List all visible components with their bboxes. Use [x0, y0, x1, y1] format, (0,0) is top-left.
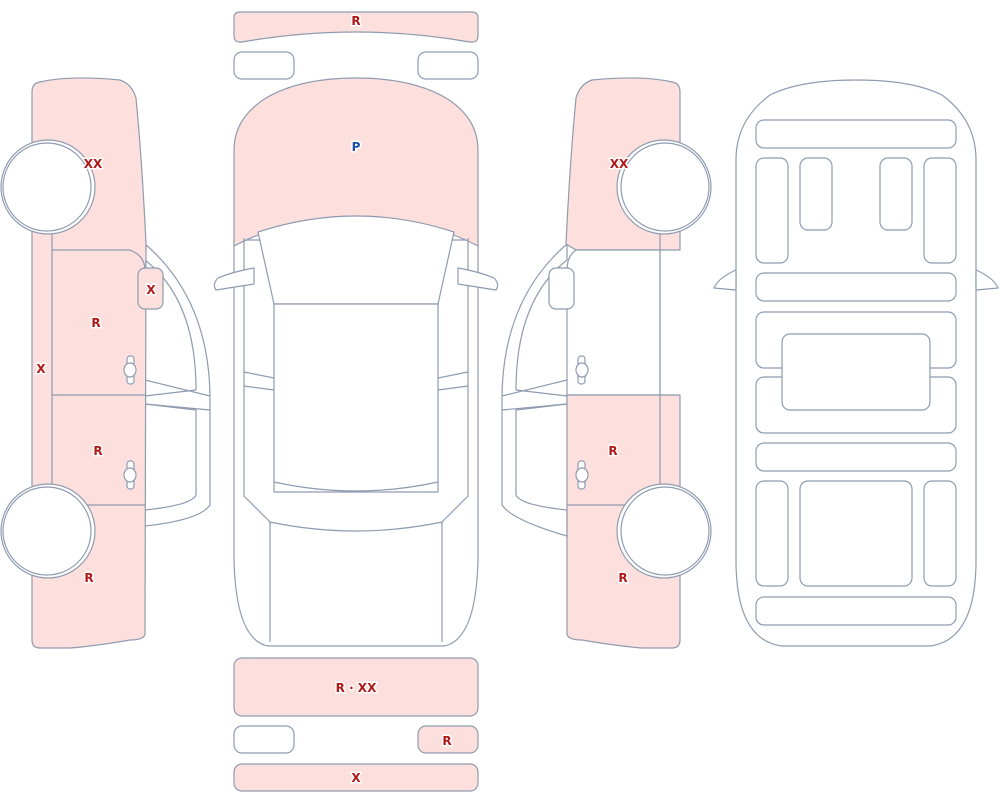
top-left-mirror[interactable] [213, 267, 255, 291]
front-left-headlamp[interactable] [233, 51, 295, 80]
right-rear-wheel[interactable] [620, 486, 710, 576]
mark-left-rear-door[interactable]: R [92, 443, 104, 460]
left-mirror-body[interactable] [137, 267, 164, 310]
right-side-view [501, 77, 712, 649]
mark-rear-bumper[interactable]: R · XX [334, 680, 378, 697]
rear-section [233, 657, 479, 792]
rear-right-lamp[interactable] [417, 725, 479, 754]
left-rear-wheel[interactable] [2, 486, 92, 576]
rear-bumper[interactable] [233, 657, 479, 717]
rear-window-line [273, 481, 439, 492]
mark-right-front-fender[interactable]: XX [608, 156, 630, 173]
roof-panel[interactable] [273, 303, 439, 493]
floor-front-crossmember[interactable] [755, 119, 957, 149]
left-front-wheel[interactable] [2, 142, 92, 232]
mark-rear-right-lamp[interactable]: R [441, 733, 453, 750]
rear-valance[interactable] [233, 763, 479, 792]
floor-tail-panel[interactable] [755, 596, 957, 626]
rear-left-lamp[interactable] [233, 725, 295, 754]
mark-left-front-fender[interactable]: XX [82, 156, 104, 173]
floor-left-front-rail[interactable] [755, 157, 789, 264]
left-side-view [0, 77, 211, 649]
damage-marks: R P XX X R X R R XX R R R · XX R X [35, 13, 631, 787]
mark-right-rear-door[interactable]: R [607, 443, 619, 460]
floor-right-front-rail[interactable] [923, 157, 957, 264]
trunk-line [269, 521, 443, 532]
mark-left-mirror[interactable]: X [145, 282, 158, 299]
mark-left-rocker[interactable]: X [35, 361, 48, 378]
mark-left-front-door[interactable]: R [90, 315, 102, 332]
underbody-view [713, 79, 999, 647]
mark-front-bumper[interactable]: R [350, 13, 362, 30]
front-section [233, 11, 479, 80]
floor-rear-crossmember[interactable] [755, 442, 957, 472]
floor-left-inner-mount[interactable] [799, 157, 833, 231]
windshield[interactable] [257, 215, 455, 305]
underbody-right-flap [975, 269, 999, 291]
floor-firewall-member[interactable] [755, 272, 957, 302]
mark-rear-valance[interactable]: X [350, 770, 363, 787]
floor-right-rear-rail[interactable] [923, 480, 957, 587]
mark-left-rear-quarter[interactable]: R [83, 570, 95, 587]
mark-right-rear-quarter[interactable]: R [617, 570, 629, 587]
underbody-left-flap [713, 269, 737, 291]
floor-spare-well[interactable] [799, 480, 913, 587]
floor-right-inner-mount[interactable] [879, 157, 913, 231]
right-mirror-body[interactable] [548, 267, 575, 310]
mark-hood[interactable]: P [350, 139, 362, 156]
floor-left-rear-rail[interactable] [755, 480, 789, 587]
top-right-mirror[interactable] [457, 267, 499, 291]
front-right-headlamp[interactable] [417, 51, 479, 80]
right-front-wheel[interactable] [620, 142, 710, 232]
floor-tunnel-plate[interactable] [781, 333, 931, 411]
front-bumper[interactable] [233, 11, 479, 43]
top-view-car [213, 77, 499, 647]
